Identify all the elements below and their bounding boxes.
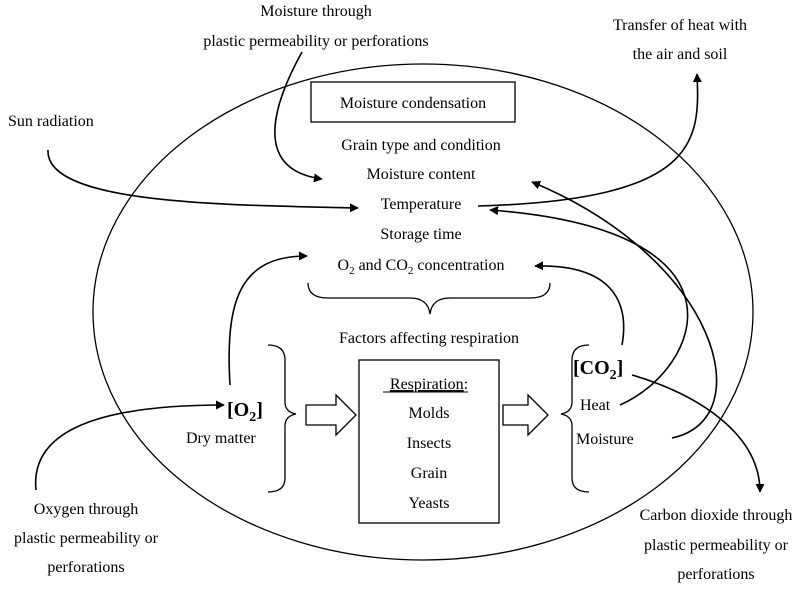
- label-o2-co2-concentration: O2 and CO2 concentration: [338, 257, 505, 277]
- label-moisture: Moisture: [576, 431, 634, 448]
- left-brace: [267, 344, 297, 493]
- label-heat: Heat: [580, 397, 611, 414]
- label-o2-bracket: [O2]: [227, 399, 263, 425]
- arrow-oxygen-in: [34, 400, 225, 491]
- block-arrow-right: [502, 393, 549, 437]
- factors-brace: [307, 282, 551, 315]
- label-yeasts: Yeasts: [408, 495, 449, 512]
- label-transfer-heat-2: the air and soil: [633, 46, 728, 63]
- arrow-heat-to-temperature: [489, 206, 689, 406]
- arrow-heat-transfer: [477, 73, 702, 207]
- arrow-sun-radiation: [47, 149, 359, 213]
- label-temperature: Temperature: [381, 196, 462, 213]
- label-respiration-title: Respiration:: [390, 376, 468, 393]
- label-oxygen-through-3: perforations: [47, 559, 124, 576]
- respiration-box: [358, 359, 500, 524]
- arrow-moisture-in: [274, 51, 323, 183]
- block-arrow-left: [305, 393, 357, 437]
- label-moisture-through-2: plastic permeability or perforations: [203, 33, 428, 50]
- label-dry-matter: Dry matter: [186, 430, 256, 447]
- label-moisture-condensation: Moisture condensation: [340, 95, 486, 112]
- label-co2-through-2: plastic permeability or: [644, 537, 789, 554]
- arrow-o2-to-concentration: [228, 251, 308, 386]
- label-co2-through-3: perforations: [677, 566, 754, 583]
- label-transfer-heat-1: Transfer of heat with: [613, 17, 747, 34]
- moisture-condensation-box: [310, 81, 516, 123]
- arrow-co2-out: [631, 374, 765, 493]
- label-moisture-content: Moisture content: [367, 166, 476, 183]
- arrow-co2-to-concentration: [534, 261, 625, 346]
- label-co2-through-1: Carbon dioxide through: [640, 507, 793, 524]
- label-grain-type: Grain type and condition: [341, 137, 501, 154]
- label-moisture-through-1: Moisture through: [260, 3, 372, 20]
- label-grain: Grain: [411, 465, 447, 482]
- storage-ellipse: [92, 63, 754, 561]
- label-oxygen-through-2: plastic permeability or: [14, 530, 159, 547]
- label-molds: Molds: [409, 405, 450, 422]
- label-storage-time: Storage time: [380, 226, 461, 243]
- label-oxygen-through-1: Oxygen through: [34, 501, 138, 518]
- label-sun-radiation: Sun radiation: [8, 113, 94, 130]
- label-factors-affecting: Factors affecting respiration: [339, 330, 519, 347]
- label-insects: Insects: [407, 435, 451, 452]
- right-brace: [560, 344, 590, 493]
- arrow-moisture-to-content: [531, 180, 718, 439]
- label-co2-bracket: [CO2]: [573, 357, 623, 383]
